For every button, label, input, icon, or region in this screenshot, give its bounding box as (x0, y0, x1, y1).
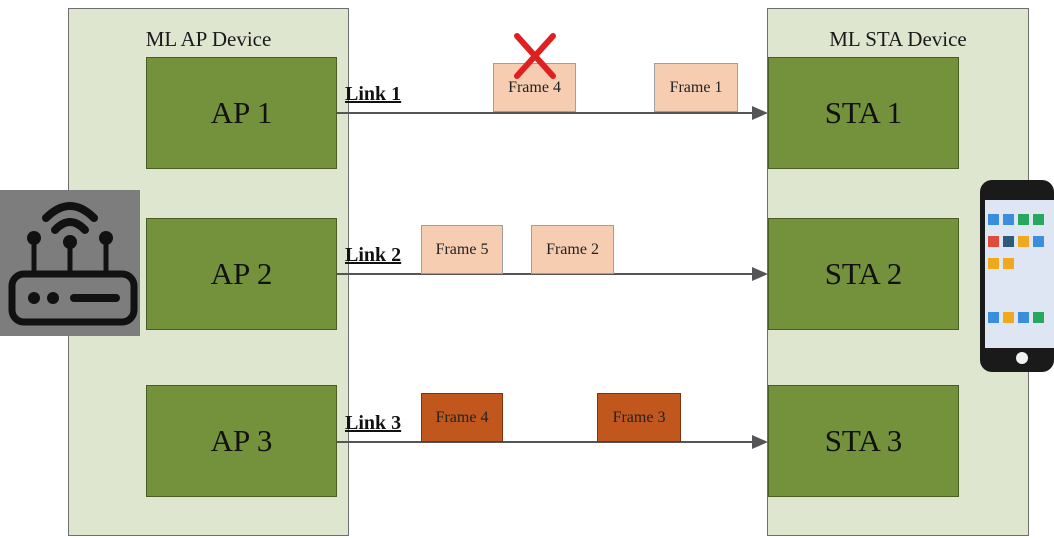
link-1-label: Link 1 (345, 83, 402, 105)
ap-1-node: AP 1 (146, 57, 337, 169)
link-3-line (337, 441, 755, 443)
link-1-frame-dropped: Frame 4 (493, 63, 576, 112)
link-2-arrowhead (752, 267, 768, 281)
red-x-icon (514, 33, 556, 79)
link-3-frame: Frame 4 (421, 393, 503, 442)
link-1-arrowhead (752, 106, 768, 120)
ap-2-node: AP 2 (146, 218, 337, 330)
sta-2-node: STA 2 (768, 218, 959, 330)
link-3-label: Link 3 (345, 412, 402, 434)
link-2-label: Link 2 (345, 244, 402, 266)
ap-3-node: AP 3 (146, 385, 337, 497)
link-3-frame: Frame 3 (597, 393, 681, 442)
link-1-line (337, 112, 755, 114)
smartphone-icon (980, 180, 1054, 372)
sta-device-title: ML STA Device (829, 27, 967, 51)
link-2-frame: Frame 5 (421, 225, 503, 274)
link-2-frame: Frame 2 (531, 225, 614, 274)
sta-3-node: STA 3 (768, 385, 959, 497)
router-icon (0, 190, 140, 336)
link-1-frame: Frame 1 (654, 63, 738, 112)
ap-device-title: ML AP Device (145, 27, 272, 51)
sta-1-node: STA 1 (768, 57, 959, 169)
link-3-arrowhead (752, 435, 768, 449)
